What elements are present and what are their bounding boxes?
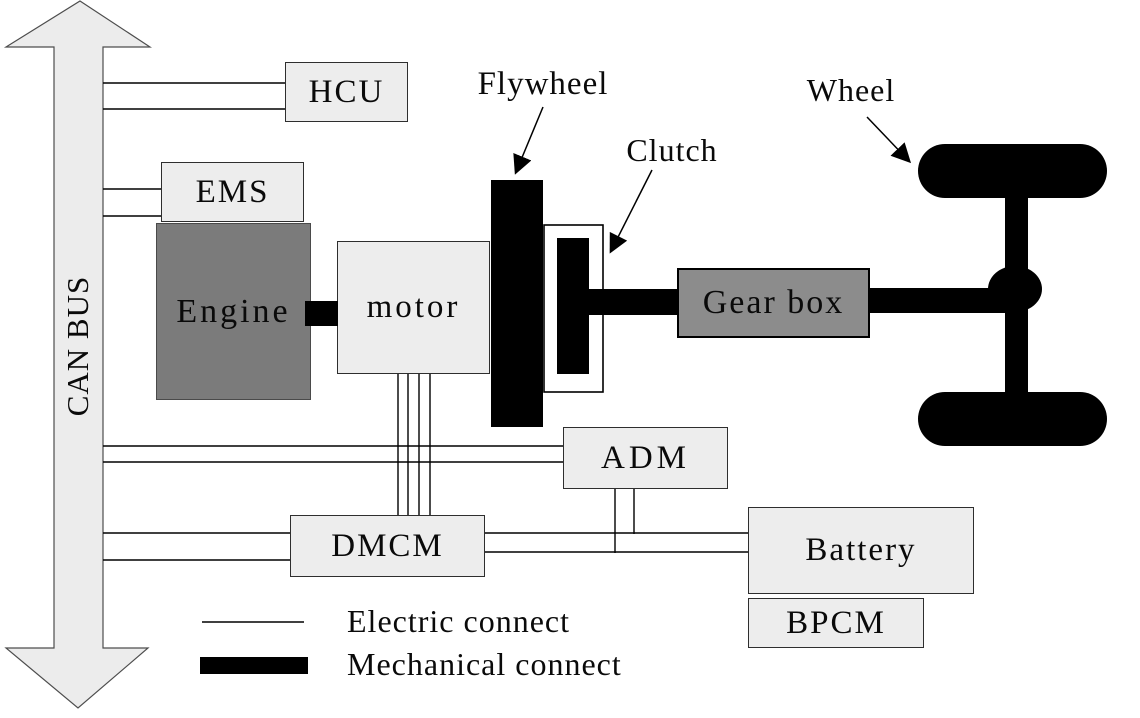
clutch-disc bbox=[557, 238, 589, 374]
pointer-arrows bbox=[513, 106, 912, 254]
clutch-gearbox-shaft bbox=[588, 289, 678, 315]
adm-box: ADM bbox=[563, 427, 728, 489]
legend-mechanical-label: Mechanical connect bbox=[347, 646, 622, 682]
ems-box: EMS bbox=[161, 162, 304, 222]
clutch-annotation-label: Clutch bbox=[626, 132, 718, 168]
dmcm-box: DMCM bbox=[290, 515, 485, 577]
legend-mechanical-bar bbox=[200, 657, 308, 674]
engine-box: Engine bbox=[156, 223, 311, 400]
differential bbox=[988, 266, 1042, 312]
legend-swatches bbox=[200, 621, 308, 674]
axle-shaft bbox=[1005, 190, 1028, 400]
engine-label: Engine bbox=[176, 292, 291, 330]
dmcm-label: DMCM bbox=[331, 527, 444, 564]
hcu-box: HCU bbox=[285, 62, 408, 122]
gearbox-box: Gear box bbox=[677, 268, 870, 338]
hcu-label: HCU bbox=[308, 73, 385, 110]
flywheel-annotation-label: Flywheel bbox=[477, 66, 609, 102]
ems-label: EMS bbox=[195, 173, 270, 210]
wheel-annotation-label: Wheel bbox=[806, 72, 896, 108]
bpcm-label: BPCM bbox=[786, 604, 886, 641]
clutch-pointer-arrow bbox=[609, 169, 653, 254]
flywheel-pointer-arrow bbox=[513, 106, 544, 175]
motor-label: motor bbox=[366, 289, 461, 325]
can-bus-label: CAN BUS bbox=[60, 275, 95, 417]
battery-label: Battery bbox=[805, 532, 917, 568]
wheel-pointer-arrow bbox=[866, 116, 912, 164]
wheel-tire-bottom bbox=[918, 392, 1107, 446]
legend-electric-label: Electric connect bbox=[347, 603, 570, 639]
battery-box: Battery bbox=[748, 507, 974, 594]
gearbox-label: Gear box bbox=[702, 284, 845, 321]
flywheel-bar bbox=[491, 180, 543, 427]
bpcm-box: BPCM bbox=[748, 598, 924, 648]
gearbox-wheel-shaft bbox=[870, 288, 1016, 313]
motor-box: motor bbox=[337, 241, 490, 374]
clutch-housing bbox=[543, 224, 604, 393]
wheel-tire-top bbox=[918, 144, 1107, 198]
adm-label: ADM bbox=[600, 439, 690, 476]
